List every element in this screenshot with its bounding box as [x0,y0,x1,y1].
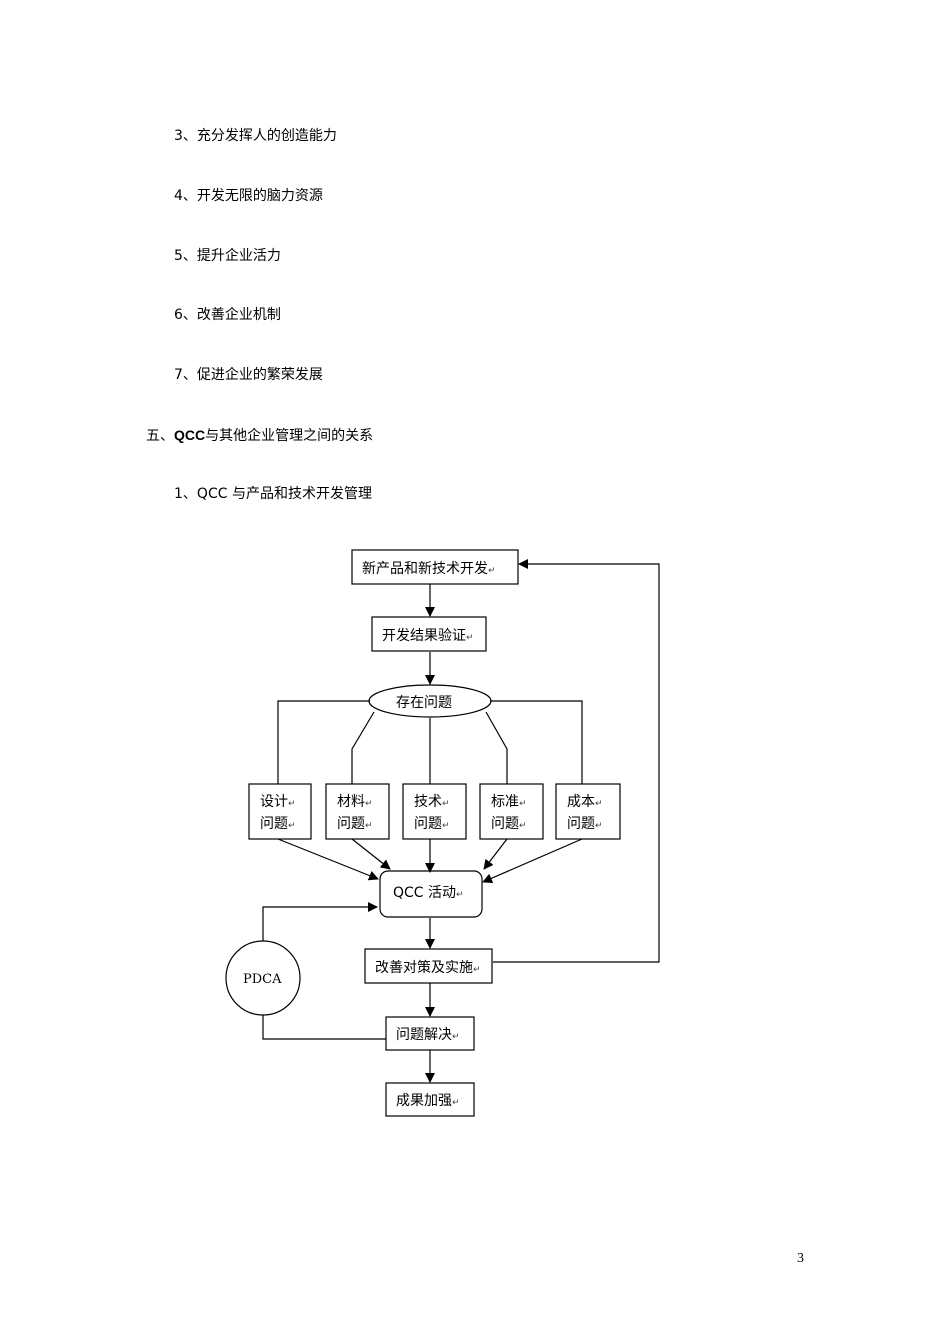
label-material-1: 材料↵ [337,794,373,810]
list-item-4: 4、开发无限的脑力资源 [174,187,323,205]
branch-standard [485,711,508,784]
box-qcc [379,870,483,918]
list-number: 5、 [174,248,197,264]
label-tech-1: 技术↵ [414,794,450,810]
branch-cost [490,700,583,784]
feedback-loop [493,559,660,963]
arrow-material-to-qcc [351,838,391,870]
box-design [248,783,312,840]
label-verify: 开发结果验证↵ [382,628,474,644]
label-cost-2: 问题↵ [567,816,603,832]
label-standard-2: 问题↵ [491,816,527,832]
box-verify [371,616,487,652]
label-design-1: 设计↵ [260,794,296,810]
box-standard [479,783,544,840]
box-strengthen [385,1082,475,1117]
section-rest: 与其他企业管理之间的关系 [205,428,374,444]
list-number: 7、 [174,367,197,383]
branch-material [351,711,375,784]
list-text: 开发无限的脑力资源 [196,188,323,204]
box-solve [385,1016,475,1051]
arrow-design-to-qcc [277,838,379,881]
list-item-5: 5、提升企业活力 [174,247,281,265]
pdca-loop-top [262,902,378,941]
list-item-7: 7、促进企业的繁荣发展 [174,366,323,384]
branch-design [277,700,370,784]
subsection-number: 1、 [174,486,197,502]
list-text: 提升企业活力 [196,248,281,264]
list-text: 充分发挥人的创造能力 [196,128,337,144]
arrow-standard-to-qcc [483,838,508,870]
box-material [325,783,390,840]
label-issues: 存在问题 [396,695,452,711]
label-material-2: 问题↵ [337,816,373,832]
section-heading: 五、QCC与其他企业管理之间的关系 [146,426,373,445]
list-text: 促进企业的繁荣发展 [196,367,323,383]
list-item-6: 6、改善企业机制 [174,306,281,324]
arrow-cost-to-qcc [482,838,583,884]
section-prefix: 五、 [146,428,174,444]
list-number: 3、 [174,128,197,144]
label-standard-1: 标准↵ [491,794,527,810]
section-bold: QCC [174,427,206,443]
subsection-text: QCC 与产品和技术开发管理 [196,486,372,502]
label-pdca: PDCA [243,972,282,987]
page-number: 3 [797,1251,804,1266]
circle-pdca [225,940,301,1016]
label-solve: 问题解决↵ [396,1027,460,1043]
label-qcc: QCC 活动↵ [393,885,464,901]
list-item-3: 3、充分发挥人的创造能力 [174,127,337,145]
box-new-dev [351,549,519,585]
label-improve: 改善对策及实施↵ [375,959,481,976]
list-number: 4、 [174,188,197,204]
label-tech-2: 问题↵ [414,816,450,832]
box-tech [402,783,467,840]
subsection-heading: 1、QCC 与产品和技术开发管理 [174,485,372,503]
label-design-2: 问题↵ [260,816,296,832]
list-text: 改善企业机制 [196,307,281,323]
box-cost [555,783,621,840]
label-strengthen: 成果加强↵ [396,1093,460,1109]
list-number: 6、 [174,307,197,323]
ellipse-issues [368,684,492,718]
pdca-loop-bottom [262,1015,386,1040]
label-cost-1: 成本↵ [567,794,603,810]
label-new-dev: 新产品和新技术开发↵ [362,561,496,577]
box-improve [364,948,493,984]
